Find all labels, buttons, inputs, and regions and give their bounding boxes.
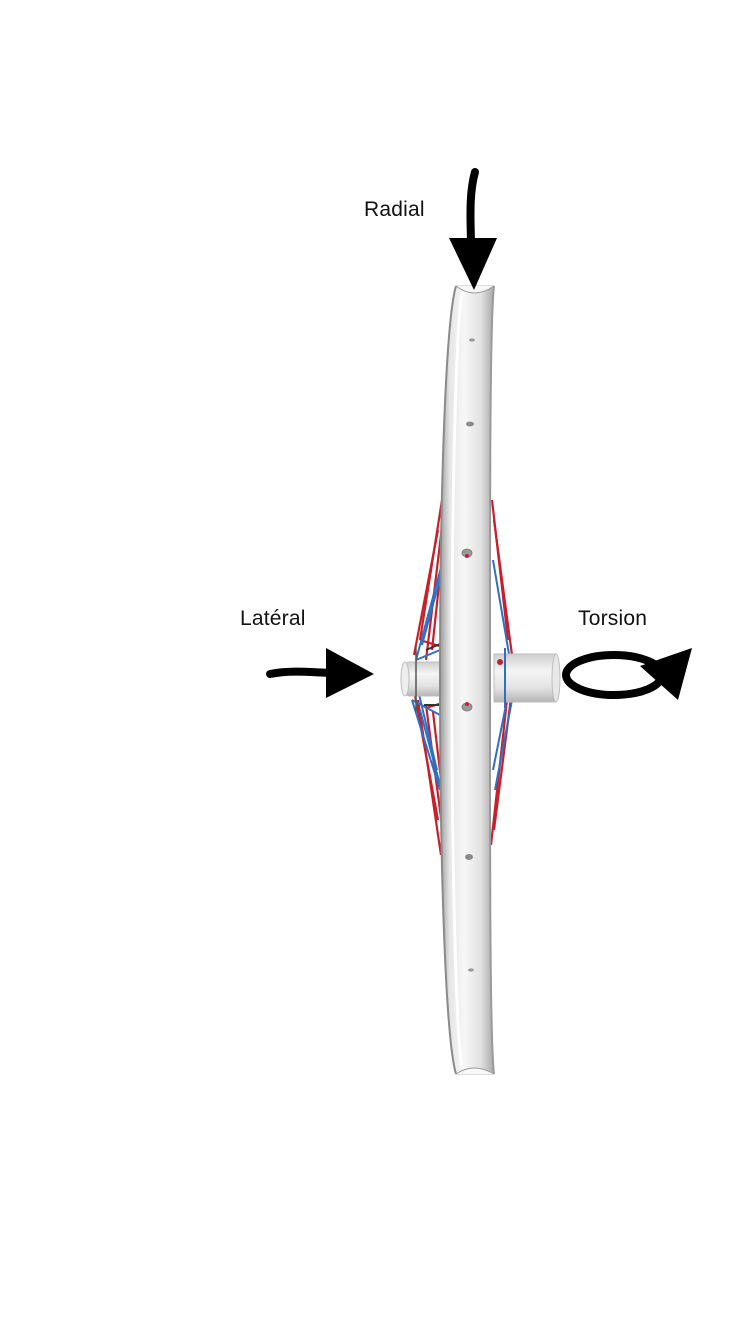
rotation-arrow-icon	[562, 648, 692, 700]
arrow-down-icon	[449, 168, 497, 290]
hub-right	[493, 648, 561, 708]
label-torsion: Torsion	[578, 607, 648, 630]
label-lateral: Latéral	[240, 607, 306, 630]
spokes-blue	[411, 559, 513, 801]
arrow-right-icon	[266, 648, 374, 698]
label-radial: Radial	[364, 198, 425, 221]
wheel-rim	[438, 285, 495, 1075]
